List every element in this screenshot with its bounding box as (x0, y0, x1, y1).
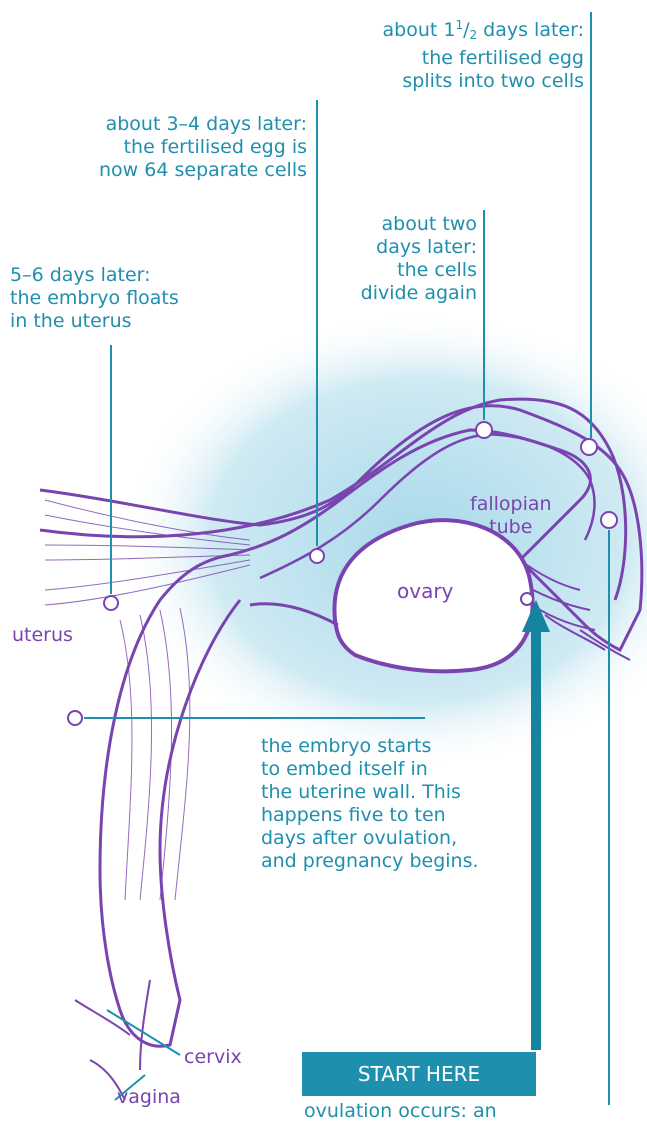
embryo-embedding (68, 711, 82, 725)
start-here-label: START HERE (358, 1062, 480, 1086)
fertilised-egg (601, 512, 617, 528)
label-ovulation: ovulation occurs: an (304, 1100, 497, 1122)
label-cells-divide-again: about two days later: the cells divide a… (361, 213, 477, 305)
label-fallopian-tube: fallopian tube (470, 493, 552, 539)
label-cervix: cervix (184, 1046, 242, 1069)
egg-64-cells (310, 549, 324, 563)
label-sixty-four-cells: about 3–4 days later: the fertilised egg… (99, 113, 307, 182)
label-vagina: vagina (117, 1086, 181, 1109)
released-egg (521, 593, 533, 605)
label-embryo-embeds: the embryo starts to embed itself in the… (261, 735, 479, 873)
egg-four-cells (476, 422, 492, 438)
start-here-button[interactable]: START HERE (302, 1052, 536, 1096)
label-split-two-cells: about 11/2 days later: the fertilised eg… (382, 14, 584, 93)
label-embryo-floats: 5–6 days later: the embryo floats in the… (10, 264, 179, 333)
label-uterus: uterus (12, 624, 73, 647)
label-ovary: ovary (397, 580, 453, 603)
embryo-floating (104, 596, 118, 610)
egg-two-cells (581, 439, 597, 455)
